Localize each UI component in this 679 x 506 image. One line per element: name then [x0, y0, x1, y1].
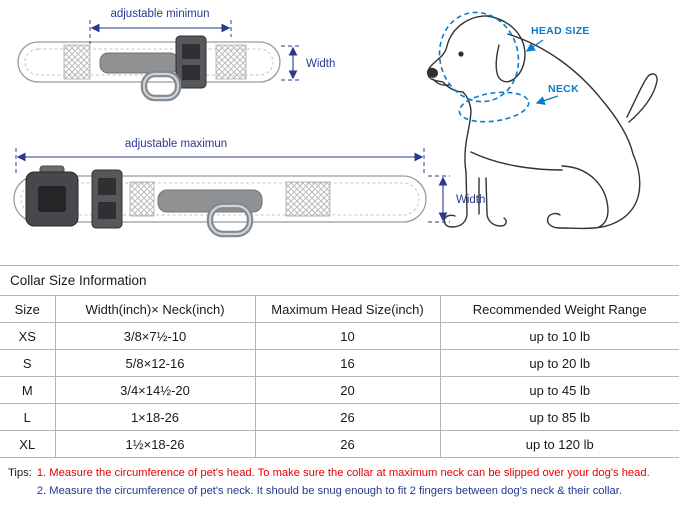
- neck-ellipse: [458, 91, 530, 123]
- table-row: S 5/8×12-16 16 up to 20 lb: [0, 349, 679, 377]
- dog-tail: [626, 73, 658, 123]
- column-header-max-head-size: Maximum Head Size(inch): [254, 295, 441, 323]
- dog-eye: [458, 51, 464, 57]
- table-cell: up to 120 lb: [439, 430, 679, 458]
- dog-head-outline: [427, 15, 490, 133]
- table-cell: L: [0, 403, 56, 431]
- table-cell: 26: [254, 403, 441, 431]
- table-row: XL 1½×18-26 26 up to 120 lb: [0, 430, 679, 458]
- dog-rear-paw: [546, 212, 561, 229]
- table-cell: 3/8×7½-10: [54, 322, 256, 350]
- table-cell: 1×18-26: [54, 403, 256, 431]
- d-ring-icon: [140, 70, 182, 102]
- head-size-ellipse: [438, 11, 520, 103]
- dog-hindquarters: [559, 153, 641, 230]
- stitch-line: [20, 182, 420, 216]
- webbing-texture: [285, 181, 331, 217]
- table-cell: up to 20 lb: [439, 349, 679, 377]
- column-header-weight-range: Recommended Weight Range: [439, 295, 679, 323]
- dog-illustration: HEAD SIZE NECK: [426, 11, 658, 230]
- dog-ear: [486, 15, 526, 83]
- webbing-texture: [63, 44, 91, 80]
- collar-max-illustration: [13, 165, 427, 238]
- tips: Tips: 1. Measure the circumference of pe…: [0, 458, 679, 501]
- adjustable-max-label: adjustable maximun: [125, 138, 227, 150]
- webbing-texture: [215, 44, 247, 80]
- table-cell: S: [0, 349, 56, 377]
- table-cell: XS: [0, 322, 56, 350]
- neck-pointer-icon: [535, 95, 559, 105]
- dog-haunch: [561, 165, 609, 228]
- table-cell: up to 10 lb: [439, 322, 679, 350]
- dog-mouth: [432, 78, 450, 86]
- table-cell: 1½×18-26: [54, 430, 256, 458]
- table-cell: 5/8×12-16: [54, 349, 256, 377]
- width-max-label: Width: [456, 194, 485, 206]
- webbing-texture: [129, 181, 155, 217]
- table-row: XS 3/8×7½-10 10 up to 10 lb: [0, 322, 679, 350]
- tri-glide-slider-icon: [175, 35, 207, 89]
- table-cell: up to 45 lb: [439, 376, 679, 404]
- column-header-size: Size: [0, 295, 56, 323]
- column-header-width-neck: Width(inch)× Neck(inch): [54, 295, 256, 323]
- size-info-section: Collar Size Information Size Width(inch)…: [0, 265, 679, 501]
- head-size-pointer-icon: [525, 39, 544, 52]
- table-row: M 3/4×14½-20 20 up to 45 lb: [0, 376, 679, 404]
- tip-line-2: 2. Measure the circumference of pet's ne…: [36, 484, 622, 497]
- width-max-measurement: Width: [428, 175, 485, 223]
- stitch-line: [24, 48, 274, 76]
- dog-belly: [470, 151, 563, 171]
- table-cell: 26: [254, 430, 441, 458]
- table-cell: M: [0, 376, 56, 404]
- buckle-icon: [25, 165, 79, 227]
- section-title: Collar Size Information: [10, 273, 147, 288]
- table-header-row: Size Width(inch)× Neck(inch) Maximum Hea…: [0, 295, 679, 323]
- tips-label: Tips:: [8, 467, 32, 479]
- neck-label: NECK: [548, 83, 579, 95]
- collar-diagram: adjustable minimun Width: [13, 8, 658, 238]
- table-cell: up to 85 lb: [439, 403, 679, 431]
- table-cell: 20: [254, 376, 441, 404]
- adjustable-max-measurement: adjustable maximun: [15, 138, 425, 174]
- collar-padding: [99, 52, 179, 74]
- tri-glide-slider-icon: [91, 169, 123, 229]
- d-ring-icon: [206, 202, 254, 238]
- dog-front-leg-2: [485, 177, 507, 227]
- dog-nose: [426, 67, 438, 78]
- width-min-measurement: Width: [281, 45, 335, 81]
- table-row: L 1×18-26 26 up to 85 lb: [0, 403, 679, 431]
- head-size-label: HEAD SIZE: [531, 25, 590, 37]
- table-cell: XL: [0, 430, 56, 458]
- dog-chest: [464, 131, 469, 173]
- table-cell: 16: [254, 349, 441, 377]
- dog-front-leg: [443, 171, 468, 228]
- width-min-label: Width: [306, 58, 335, 70]
- adjustable-min-label: adjustable minimun: [110, 8, 209, 20]
- table-cell: 3/4×14½-20: [54, 376, 256, 404]
- collar-min-illustration: [17, 35, 281, 102]
- size-table: Size Width(inch)× Neck(inch) Maximum Hea…: [0, 295, 679, 458]
- dog-back: [507, 33, 634, 155]
- adjustable-min-measurement: adjustable minimun: [89, 8, 232, 44]
- tip-line-1: 1. Measure the circumference of pet's he…: [36, 467, 650, 479]
- tips-lines: 1. Measure the circumference of pet's he…: [37, 465, 650, 501]
- table-cell: 10: [254, 322, 441, 350]
